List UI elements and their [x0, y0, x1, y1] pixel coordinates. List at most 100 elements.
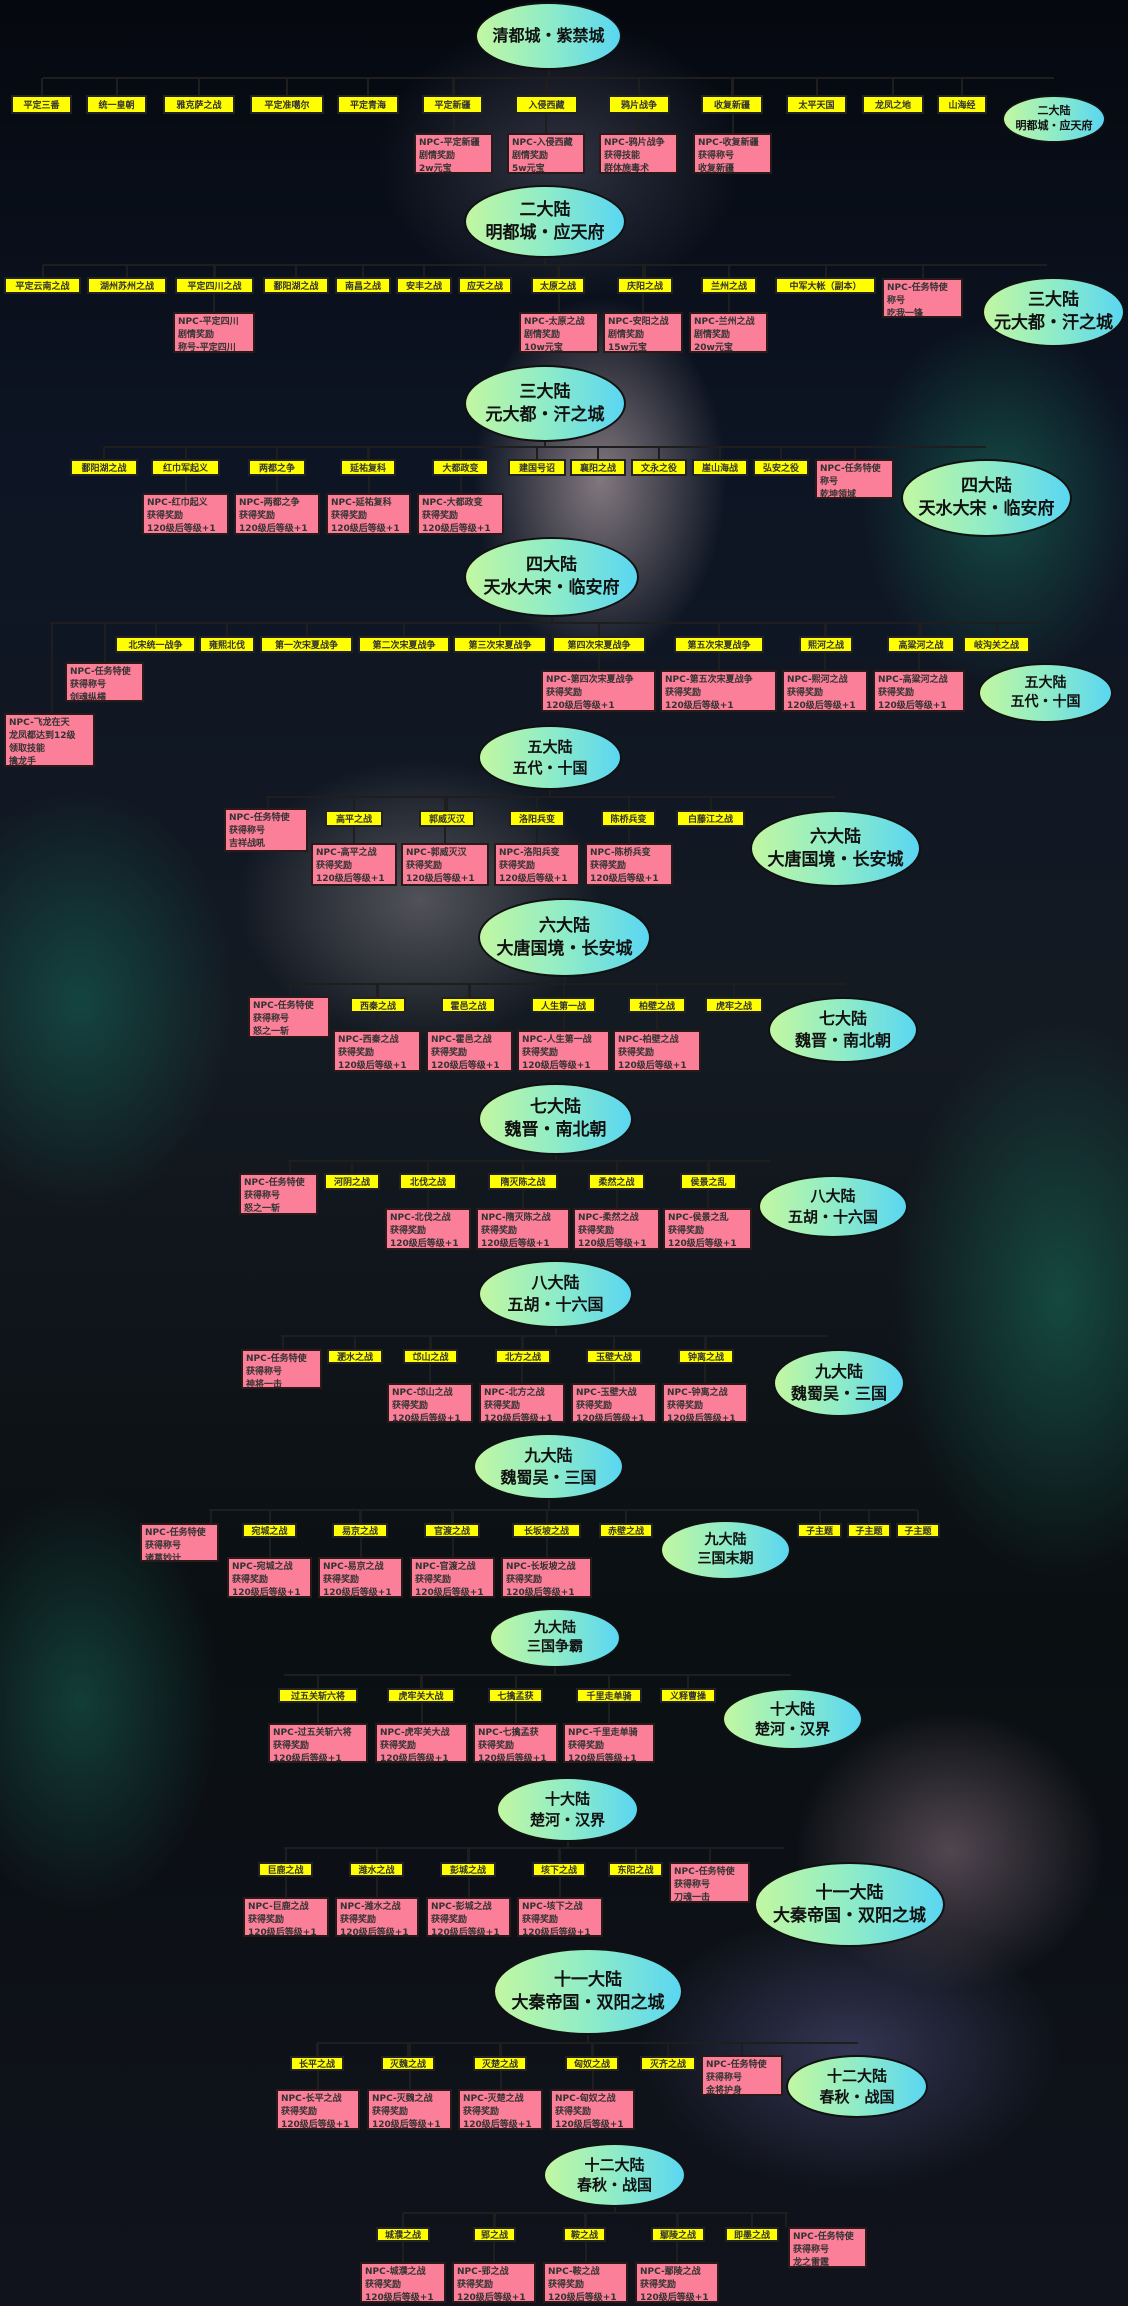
battle-node[interactable]: 淝水之战 — [327, 1349, 383, 1364]
battle-node[interactable]: 侯景之乱 — [680, 1173, 737, 1190]
battle-node[interactable]: 兰州之战 — [701, 277, 757, 294]
battle-node[interactable]: 赤壁之战 — [599, 1523, 653, 1538]
battle-node[interactable]: 平定新疆 — [422, 95, 483, 114]
battle-node[interactable]: 鄢陵之战 — [651, 2227, 705, 2242]
battle-node[interactable]: 山海经 — [937, 95, 987, 114]
battle-node[interactable]: 北伐之战 — [399, 1173, 457, 1190]
battle-node[interactable]: 岐沟关之战 — [963, 636, 1030, 653]
battle-node[interactable]: 应天之战 — [458, 277, 512, 294]
battle-node[interactable]: 西秦之战 — [350, 997, 406, 1013]
battle-node[interactable]: 高粱河之战 — [887, 636, 955, 653]
battle-node[interactable]: 平定三番 — [11, 95, 72, 114]
battle-node[interactable]: 巨鹿之战 — [258, 1862, 313, 1877]
battle-node[interactable]: 东阳之战 — [608, 1862, 663, 1877]
battle-node[interactable]: 长坂坡之战 — [512, 1523, 581, 1538]
reward-line: 群体施毒术 — [604, 164, 650, 174]
battle-node[interactable]: 彭城之战 — [440, 1862, 496, 1877]
node-title-line: 六大陆 — [810, 826, 861, 847]
reward-line: 120级后等级+1 — [392, 1414, 461, 1423]
battle-node[interactable]: 高平之战 — [325, 810, 383, 827]
battle-node[interactable]: 子主题 — [847, 1523, 891, 1538]
battle-node[interactable]: 太原之战 — [531, 277, 585, 294]
battle-node[interactable]: 弘安之役 — [753, 459, 809, 476]
battle-node[interactable]: 崖山海战 — [692, 459, 748, 476]
battle-node[interactable]: 义释曹操 — [660, 1688, 716, 1703]
battle-node[interactable]: 灭齐之战 — [640, 2056, 696, 2071]
battle-node[interactable]: 官渡之战 — [424, 1523, 480, 1538]
battle-node[interactable]: 第二次宋夏战争 — [358, 636, 450, 653]
battle-node[interactable]: 文永之役 — [631, 459, 687, 476]
npc-line: 吉祥战吼 — [229, 839, 266, 849]
battle-node[interactable]: 子主题 — [896, 1523, 940, 1538]
battle-node[interactable]: 千里走单骑 — [576, 1688, 642, 1703]
battle-node[interactable]: 虎牢之战 — [705, 997, 763, 1013]
battle-node[interactable]: 建国号诏 — [508, 459, 566, 476]
battle-node[interactable]: 潍水之战 — [349, 1862, 404, 1877]
battle-node[interactable]: 灭魏之战 — [381, 2056, 435, 2071]
battle-node[interactable]: 河阴之战 — [324, 1173, 380, 1190]
battle-node[interactable]: 垓下之战 — [532, 1862, 586, 1877]
battle-node[interactable]: 安丰之战 — [396, 277, 452, 294]
connector-line — [40, 78, 43, 95]
battle-node[interactable]: 雅克萨之战 — [163, 95, 235, 114]
battle-node[interactable]: 延祐复科 — [340, 459, 396, 476]
battle-node[interactable]: 易京之战 — [332, 1523, 388, 1538]
battle-node[interactable]: 虎牢关大战 — [387, 1688, 455, 1703]
battle-node[interactable]: 雍熙北伐 — [199, 636, 255, 653]
battle-node[interactable]: 襄阳之战 — [570, 459, 626, 476]
battle-node[interactable]: 平定四川之战 — [175, 277, 254, 294]
battle-node[interactable]: 鞍之战 — [563, 2227, 606, 2242]
battle-node[interactable]: 玉壁大战 — [586, 1349, 642, 1364]
battle-node[interactable]: 郭威灭汉 — [419, 810, 475, 827]
battle-node[interactable]: 子主题 — [797, 1523, 842, 1538]
battle-node[interactable]: 平定准噶尔 — [250, 95, 324, 114]
npc-line: 获得称号 — [145, 1541, 182, 1551]
battle-node[interactable]: 第五次宋夏战争 — [674, 636, 764, 653]
battle-node[interactable]: 第一次宋夏战争 — [260, 636, 353, 653]
battle-node[interactable]: 隋灭陈之战 — [488, 1173, 558, 1190]
battle-node[interactable]: 平定青海 — [337, 95, 399, 114]
battle-node[interactable]: 红巾军起义 — [151, 459, 220, 476]
battle-node[interactable]: 匈奴之战 — [565, 2056, 619, 2071]
battle-node[interactable]: 过五关斩六将 — [278, 1688, 358, 1703]
battle-node[interactable]: 第四次宋夏战争 — [552, 636, 646, 653]
battle-node[interactable]: 陈桥兵变 — [601, 810, 656, 827]
battle-node[interactable]: 霍邑之战 — [441, 997, 496, 1013]
battle-node[interactable]: 邙山之战 — [403, 1349, 458, 1364]
node-title-line: 魏晋・南北朝 — [794, 1031, 891, 1050]
reward-line: 120级后等级+1 — [878, 701, 947, 711]
npc-line: 获得称号 — [246, 1367, 283, 1377]
battle-node[interactable]: 人生第一战 — [531, 997, 596, 1013]
battle-node[interactable]: 第三次宋夏战争 — [453, 636, 547, 653]
battle-node[interactable]: 白藤江之战 — [676, 810, 745, 827]
battle-node[interactable]: 郢之战 — [473, 2227, 516, 2242]
battle-node[interactable]: 灭楚之战 — [473, 2056, 527, 2071]
battle-node[interactable]: 鄱阳湖之战 — [70, 459, 138, 476]
battle-node[interactable]: 钟离之战 — [678, 1349, 734, 1364]
battle-node[interactable]: 统一皇朝 — [86, 95, 147, 114]
battle-node[interactable]: 大都政变 — [432, 459, 489, 476]
battle-node[interactable]: 洛阳兵变 — [509, 810, 565, 827]
battle-node[interactable]: 平定云南之战 — [4, 277, 81, 294]
battle-node[interactable]: 南昌之战 — [335, 277, 391, 294]
battle-node[interactable]: 入侵西藏 — [515, 95, 578, 114]
battle-node[interactable]: 北宋统一战争 — [115, 636, 196, 653]
battle-node[interactable]: 七擒孟获 — [488, 1688, 543, 1703]
battle-node[interactable]: 熙河之战 — [799, 636, 853, 653]
battle-node[interactable]: 湖州苏州之战 — [87, 277, 167, 294]
battle-node[interactable]: 柏壁之战 — [628, 997, 686, 1013]
battle-node[interactable]: 鸦片战争 — [608, 95, 670, 114]
battle-node[interactable]: 两都之争 — [248, 459, 306, 476]
battle-node[interactable]: 即墨之战 — [725, 2227, 779, 2242]
battle-node[interactable]: 鄱阳湖之战 — [263, 277, 329, 294]
battle-node[interactable]: 龙凤之地 — [862, 95, 924, 114]
battle-node[interactable]: 北方之战 — [495, 1349, 551, 1364]
battle-node[interactable]: 城濮之战 — [376, 2227, 430, 2242]
battle-node[interactable]: 庆阳之战 — [617, 277, 673, 294]
battle-node[interactable]: 柔然之战 — [588, 1173, 645, 1190]
battle-node[interactable]: 收复新疆 — [701, 95, 763, 114]
battle-node[interactable]: 宛城之战 — [242, 1523, 297, 1538]
battle-node[interactable]: 太平天国 — [786, 95, 847, 114]
battle-node[interactable]: 长平之战 — [290, 2056, 344, 2071]
battle-node[interactable]: 中军大帐（副本） — [775, 277, 876, 294]
